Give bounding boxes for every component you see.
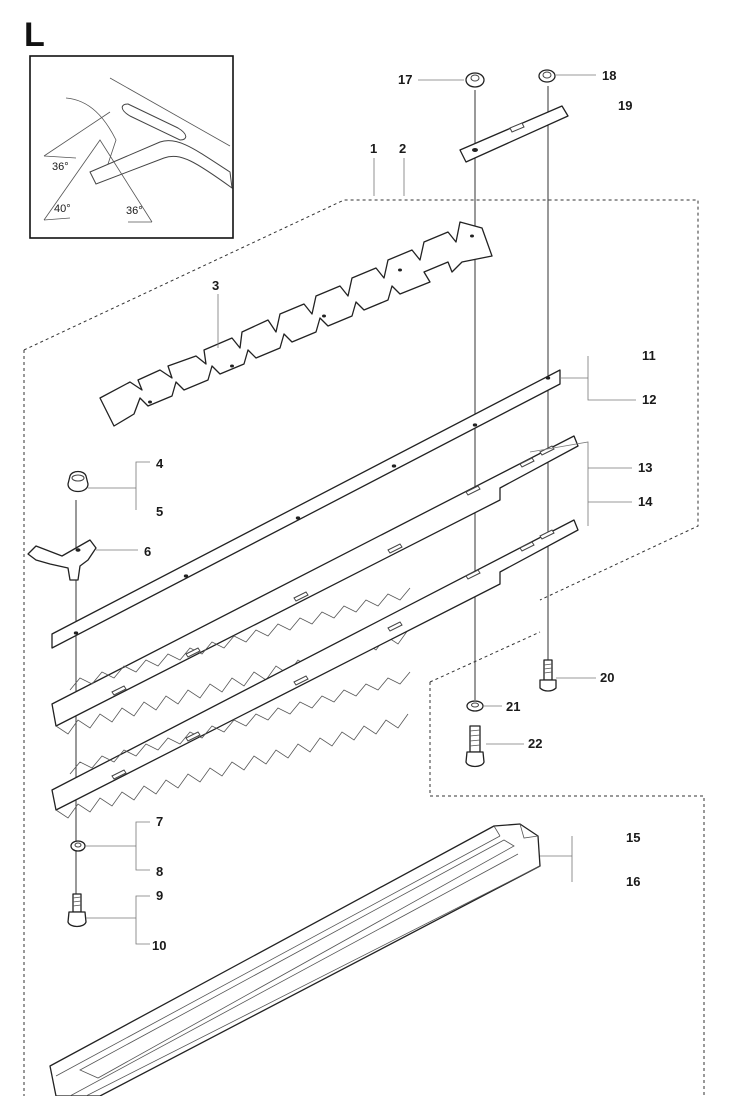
callout-20: 20	[600, 670, 614, 685]
callout-14: 14	[638, 494, 653, 509]
callout-1: 1	[370, 141, 377, 156]
callout-8: 8	[156, 864, 163, 879]
callout-6: 6	[144, 544, 151, 559]
callout-17: 17	[398, 72, 412, 87]
part-20-bolt	[539, 659, 557, 692]
leader-lines	[86, 74, 636, 945]
inset-detail-box: 36° 40° 36°	[29, 55, 234, 239]
assembly-outline-upper	[23, 199, 699, 1096]
inset-angle-label-bottom: 40°	[54, 203, 71, 215]
callout-3: 3	[212, 278, 219, 293]
callout-15: 15	[626, 830, 640, 845]
part-22-bolt	[465, 725, 485, 768]
callout-16: 16	[626, 874, 640, 889]
callout-4: 4	[156, 456, 164, 471]
callout-18: 18	[602, 68, 616, 83]
callout-11: 11	[642, 348, 656, 363]
callout-5: 5	[156, 504, 163, 519]
part-15-16-blade-cover	[49, 823, 541, 1096]
callout-13: 13	[638, 460, 652, 475]
part-6-bracket-plate	[27, 539, 97, 581]
part-17-nut	[465, 72, 485, 88]
callout-22: 22	[528, 736, 542, 751]
part-3-serrated-guard-plate	[99, 221, 493, 427]
callout-10: 10	[152, 938, 166, 953]
part-18-nut	[538, 69, 556, 83]
part-4-5-nut	[67, 470, 89, 493]
inset-angle-label-right: 36°	[126, 205, 143, 217]
section-letter: L	[24, 16, 45, 54]
part-21-washer	[466, 700, 484, 712]
inset-angle-label-left: 36°	[52, 161, 69, 173]
part-13-14-upper-blade	[51, 435, 579, 735]
callout-2: 2	[399, 141, 406, 156]
callout-21: 21	[506, 699, 520, 714]
part-19-guide-plate	[459, 105, 569, 163]
callout-9: 9	[156, 888, 163, 903]
part-13-14-lower-blade	[51, 519, 579, 819]
part-9-10-bolt	[67, 893, 87, 928]
part-11-12-flat-bar	[51, 369, 561, 649]
part-7-8-washer	[70, 840, 86, 852]
assembly-outline-lower	[429, 631, 705, 1096]
callout-12: 12	[642, 392, 656, 407]
callout-19: 19	[618, 98, 632, 113]
callout-7: 7	[156, 814, 163, 829]
